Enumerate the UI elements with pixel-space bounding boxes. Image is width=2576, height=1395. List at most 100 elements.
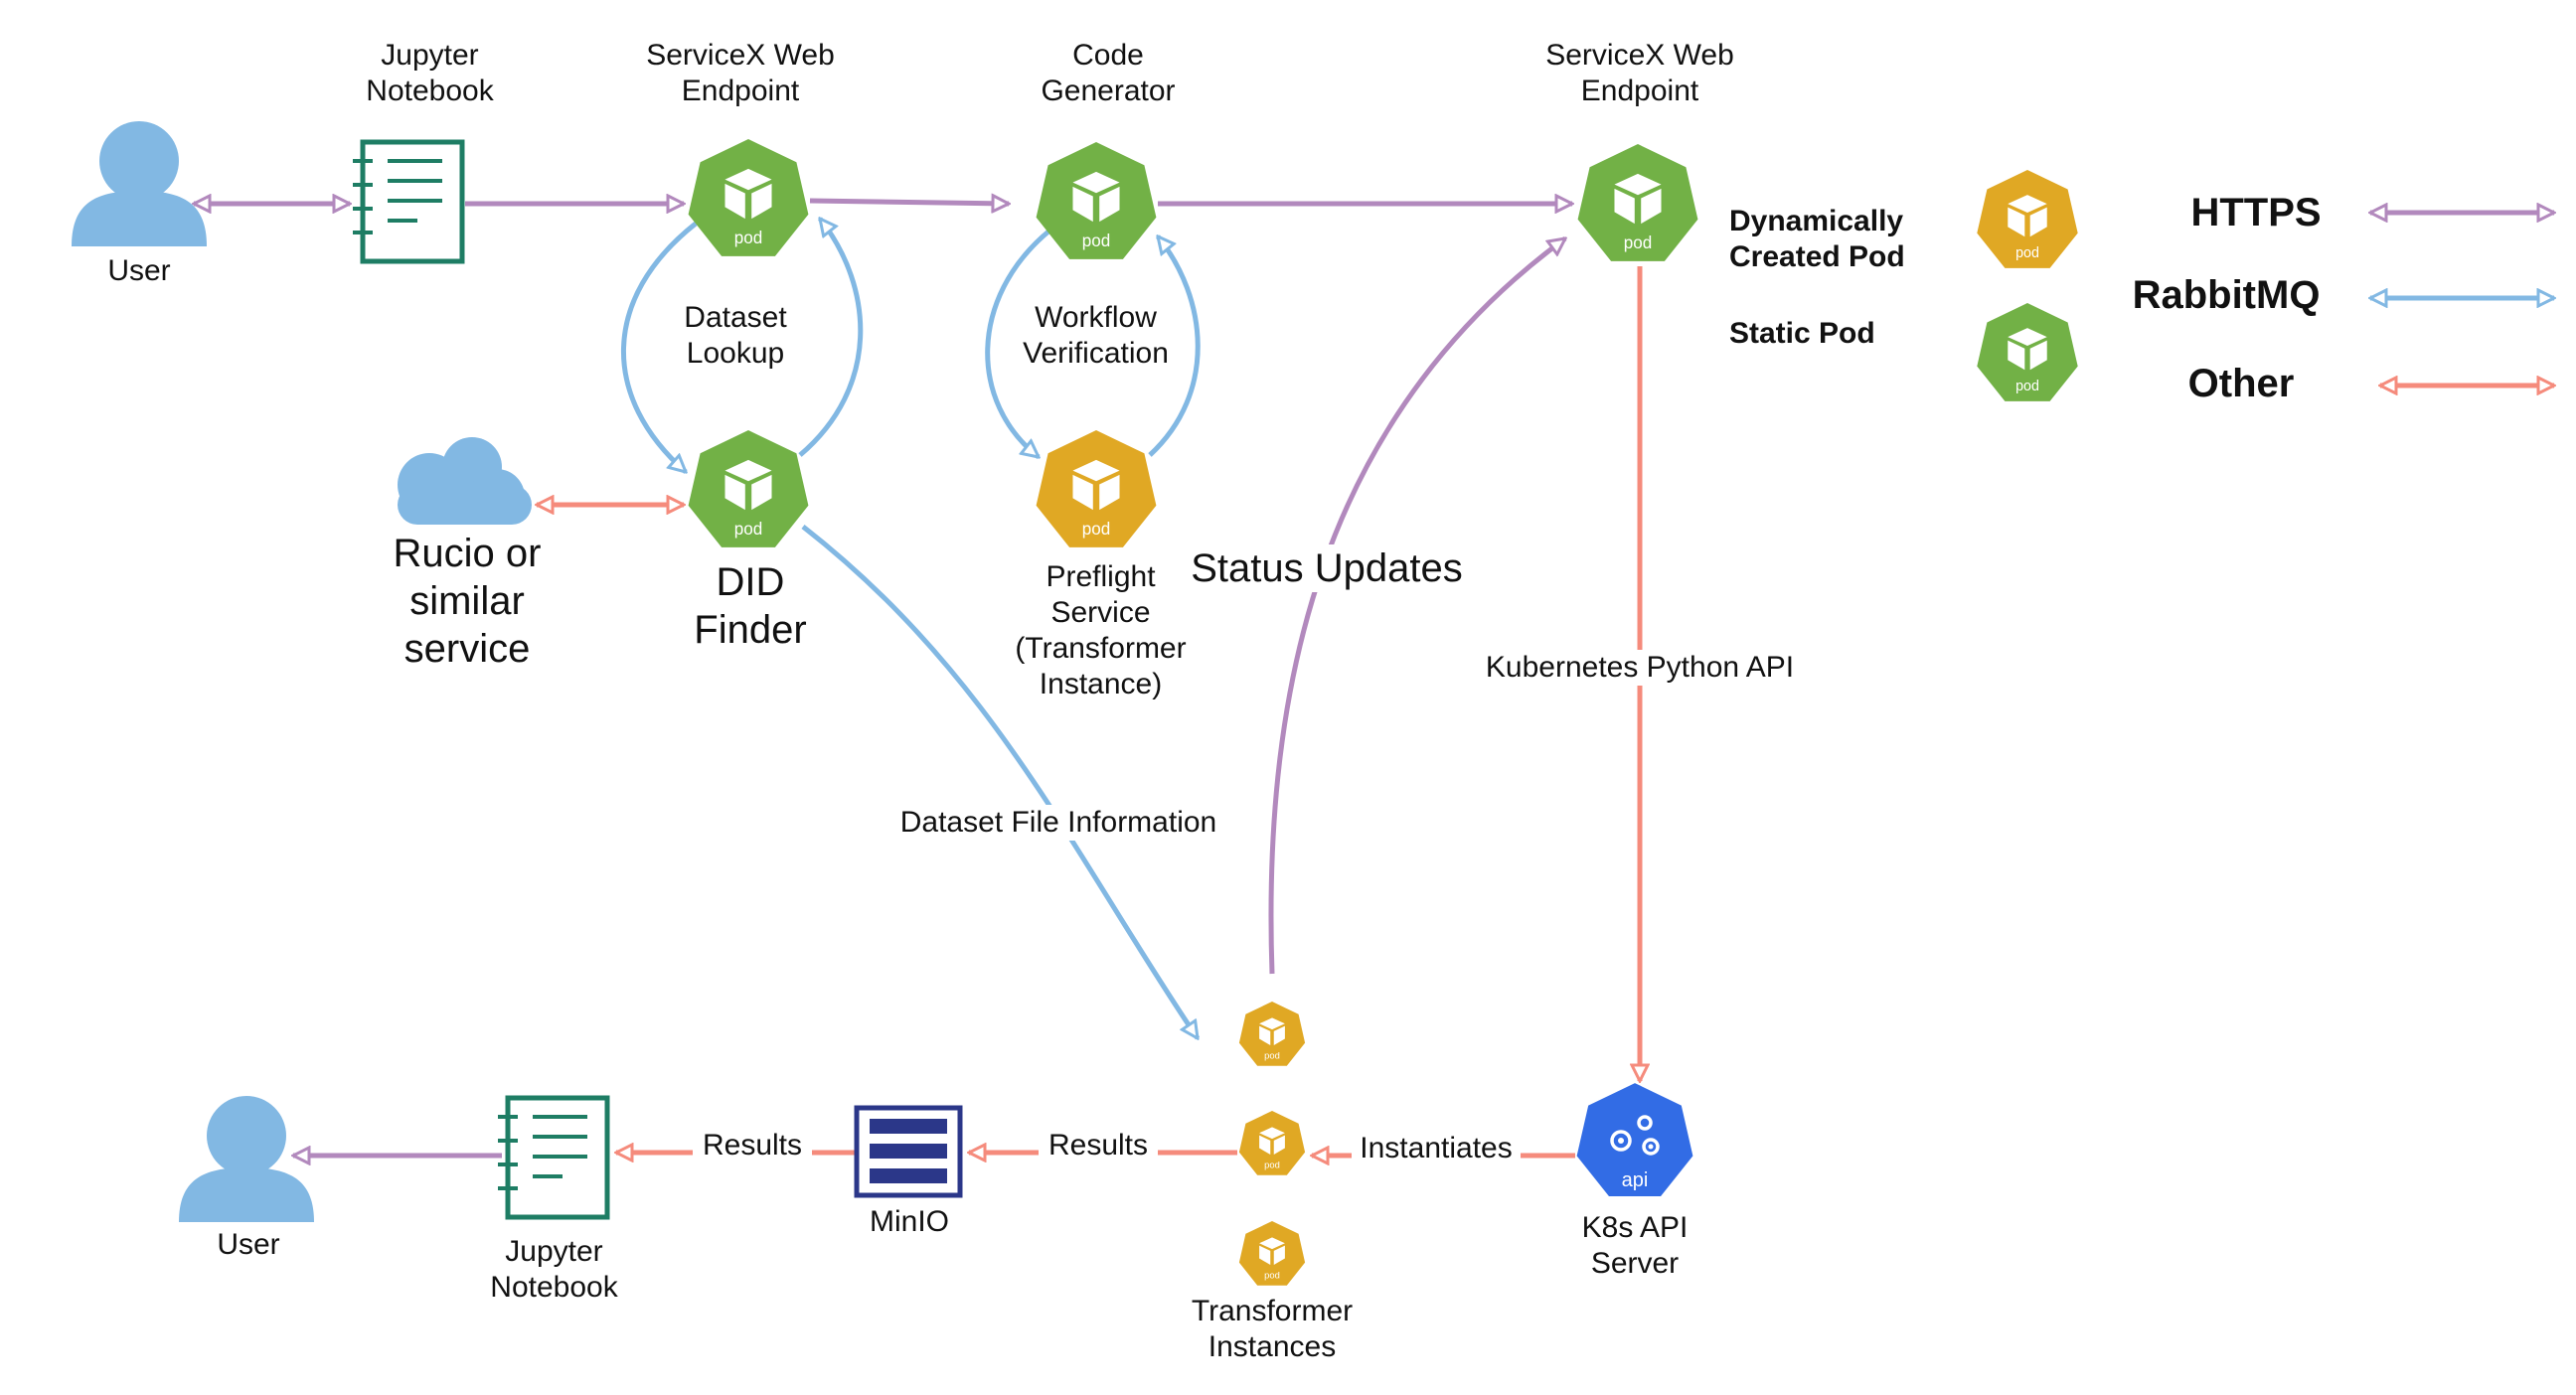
pod-icon-web-endpoint-2: pod [1577, 144, 1698, 261]
pod-icon-did-finder: pod [688, 430, 809, 547]
cloud-icon [398, 437, 532, 525]
node-label-rucio: Rucio or similar service [368, 530, 566, 673]
pod-text: pod [734, 520, 763, 539]
pod-shape [1977, 303, 2078, 401]
label-line: ServiceX Web [1545, 39, 1734, 72]
label-line: Notebook [366, 75, 494, 107]
pod-shape [1577, 144, 1698, 261]
pod-shape [688, 139, 809, 256]
label-line: service [403, 627, 531, 671]
label-line: Server [1590, 1247, 1680, 1280]
user-icon [72, 121, 207, 246]
label-line: Kubernetes Python API [1466, 650, 1814, 686]
pod-text: pod [1264, 1049, 1280, 1060]
label-line: Dataset File Information [880, 805, 1237, 841]
label-line: Preflight [1046, 560, 1156, 593]
pod-shape [1238, 1002, 1306, 1066]
label-line: HTTPS [2190, 191, 2322, 234]
pod-text: pod [1264, 1159, 1280, 1169]
label-line: RabbitMQ [2132, 273, 2321, 317]
edge-dataset-lookup-up [798, 219, 864, 457]
node-label-did-finder: DID Finder [666, 558, 835, 654]
minio-icon [854, 1105, 963, 1198]
notebook-icon [353, 139, 465, 264]
pod-icon-preflight: pod [1036, 430, 1157, 547]
edge-status-updates [1268, 235, 1565, 975]
node-label-notebook-top: Jupyter Notebook [343, 38, 517, 109]
label-line: Static Pod [1729, 317, 1875, 350]
label-line: Dynamically [1729, 205, 1904, 237]
pod-shape [1238, 1111, 1306, 1175]
label-line: Status Updates [1188, 544, 1466, 592]
legend-dynamic-pod-icon: pod [1977, 170, 2078, 268]
label-line: Transformer [1191, 1295, 1354, 1327]
edge-label-results-1: Results [1039, 1128, 1158, 1163]
label-line: Created Pod [1729, 240, 1905, 273]
pod-shape [1238, 1221, 1306, 1286]
label-line: ServiceX Web [646, 39, 835, 72]
pod-icon-transformer-2: pod [1238, 1111, 1306, 1175]
node-label-transformers: Transformer Instances [1168, 1294, 1376, 1365]
node-label-web-endpoint-2: ServiceX Web Endpoint [1521, 38, 1759, 109]
pod-text: pod [1082, 520, 1111, 539]
node-label-user-bottom: User [209, 1227, 288, 1263]
edge-dataset-lookup-down [620, 222, 698, 472]
label-line: DID [716, 560, 785, 604]
user-icon [179, 1096, 314, 1222]
pod-text: pod [1264, 1269, 1280, 1280]
label-line: Instance) [1039, 668, 1163, 700]
edge-label-workflow-verification: Workflow Verification [999, 300, 1193, 372]
cube-icon [1259, 1237, 1285, 1265]
cube-icon [1259, 1017, 1285, 1045]
legend-static-pod-icon: pod [1977, 303, 2078, 401]
pod-text: pod [734, 229, 763, 247]
label-line: similar [409, 579, 525, 623]
api-text: api [1622, 1169, 1649, 1191]
cube-icon [1259, 1127, 1285, 1155]
user-label: User [107, 254, 171, 287]
node-label-preflight: Preflight Service (Transformer Instance) [994, 559, 1208, 702]
label-line: Jupyter [381, 39, 479, 72]
edge-workflow-up [1148, 236, 1201, 457]
label-line: (Transformer [1015, 632, 1187, 665]
pod-text: pod [2015, 379, 2039, 394]
label-line: Workflow [1035, 301, 1157, 334]
node-label-user-top: User [104, 253, 174, 289]
node-label-web-endpoint-1: ServiceX Web Endpoint [626, 38, 855, 109]
node-label-code-generator: Code Generator [1004, 38, 1212, 109]
pod-shape [688, 430, 809, 547]
legend-rabbitmq-label: RabbitMQ [2112, 271, 2340, 319]
pod-icon-web-endpoint-1: pod [688, 139, 809, 256]
edge-label-results-2: Results [693, 1128, 812, 1163]
legend-arrows [2370, 213, 2554, 386]
edge-label-kubernetes-api: Kubernetes Python API [1466, 650, 1814, 686]
pod-shape [1036, 142, 1157, 259]
edge-label-dataset-lookup: Dataset Lookup [656, 300, 815, 372]
edge-label-instantiates: Instantiates [1352, 1131, 1521, 1166]
pod-shape [1036, 430, 1157, 547]
pod-text: pod [1624, 233, 1653, 252]
node-label-minio: MinIO [850, 1204, 969, 1240]
label-line: Endpoint [681, 75, 800, 107]
label-line: Service [1050, 596, 1151, 629]
pod-icon-transformer-3: pod [1238, 1221, 1306, 1286]
pod-icon-code-generator: pod [1036, 142, 1157, 259]
label-line: Instances [1208, 1330, 1337, 1363]
label-line: Endpoint [1580, 75, 1699, 107]
label-line: Results [1039, 1128, 1158, 1163]
label-line: Results [693, 1128, 812, 1163]
label-line: Dataset [684, 301, 787, 334]
edge-workflow-down [985, 230, 1050, 457]
label-line: Code [1072, 39, 1144, 72]
label-line: Verification [1023, 337, 1169, 370]
node-label-k8s-api: K8s API Server [1550, 1210, 1719, 1282]
edge-label-status-updates: Status Updates [1188, 544, 1466, 592]
label-line: Notebook [490, 1271, 618, 1304]
node-label-notebook-bottom: Jupyter Notebook [467, 1234, 641, 1306]
label-line: Lookup [686, 337, 785, 370]
label-line: Jupyter [505, 1235, 603, 1268]
label-line: Finder [694, 608, 807, 652]
legend-https-label: HTTPS [2176, 189, 2335, 236]
label-line: Other [2187, 362, 2295, 405]
legend-static-pod-label: Static Pod [1729, 316, 1928, 352]
